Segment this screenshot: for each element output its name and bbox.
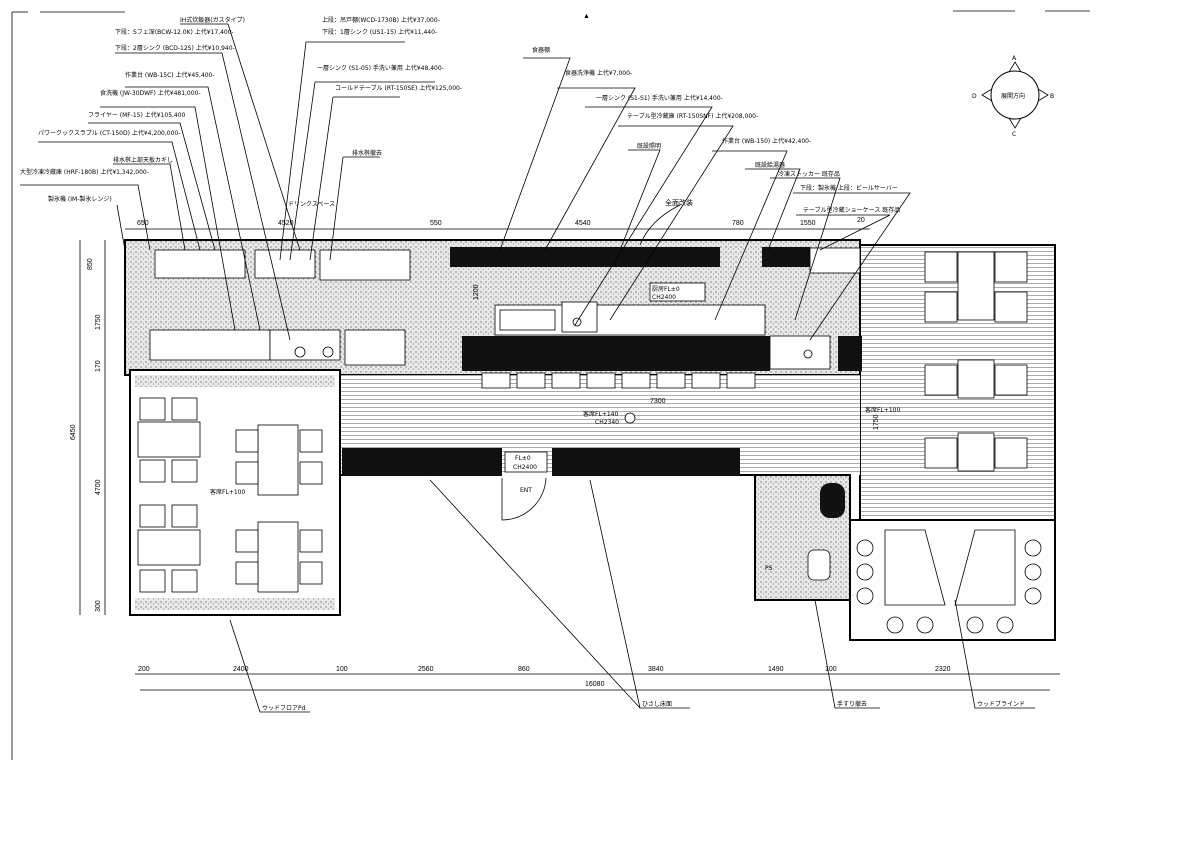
compass-b: B <box>1050 93 1054 100</box>
left-fl-label: 客席FL+100 <box>210 488 245 496</box>
dim-top-6: 20 <box>857 217 865 224</box>
kitchen-fl-label: 厨房FL±0 <box>652 285 680 293</box>
dim-right: 1750 <box>873 414 880 430</box>
dim-bottom-3: 2560 <box>418 666 434 673</box>
leader-label-21: 既設給湯器 <box>755 161 785 169</box>
leader-label-23: 下段：製氷機 上段：ビールサーバー <box>800 184 898 192</box>
dimension-top: 650 4520 550 4540 780 1550 20 <box>125 217 870 230</box>
dim-bottom-1: 2400 <box>233 666 249 673</box>
kitchen-ch-label: CH2400 <box>652 294 676 301</box>
dim-left-1: 1750 <box>95 314 102 330</box>
compass-c: C <box>1012 131 1016 138</box>
dim-bottom-6: 1490 <box>768 666 784 673</box>
bottom-label-1: ひさし床面 <box>642 700 672 708</box>
dim-left-3: 6450 <box>70 424 77 440</box>
dim-left-4: 4700 <box>95 479 102 495</box>
bottom-leaders: ウッドフロアPd ひさし床面 手すり撤去 ウッドブラインド <box>229 479 1035 713</box>
sheet-frame <box>11 10 1090 760</box>
dryspace-label: ドリンクスペース <box>288 201 335 208</box>
restroom: PS <box>765 549 831 581</box>
dimension-left: 850 1750 170 6450 4700 300 <box>70 240 106 615</box>
leader-label-15: 食器棚 <box>532 46 550 54</box>
leader-label-0: IH式炊飯器(ガスタイプ) <box>180 16 245 24</box>
top-leaders: IH式炊飯器(ガスタイプ) 下段：Sフェ深(BCW-12.0K) 上代¥17,4… <box>20 16 911 341</box>
entrance-label: ENT <box>520 487 532 494</box>
dim-bottom-8: 2320 <box>935 666 951 673</box>
compass-a: A <box>1012 55 1017 62</box>
leader-label-10: 上段：吊戸棚(WCD-1730B) 上代¥37,000- <box>322 16 440 24</box>
leader-label-6: パワークックスラブル (CT-150D) 上代¥4,200,000- <box>38 129 180 137</box>
hall-ch-label: CH2340 <box>595 419 619 426</box>
dim-small: 1200 <box>473 284 480 300</box>
compass-icon: 展開方向 A B C D <box>972 55 1054 138</box>
leader-label-11: 下段：1層シンク (US1-15) 上代¥11,440- <box>322 28 437 36</box>
leader-label-20: 作業台 (WB-150) 上代¥42,400- <box>722 137 811 145</box>
dim-bottom-7: 100 <box>825 666 837 673</box>
hall-fl-label: 客席FL+140 <box>583 410 618 418</box>
dim-bottom-5: 3840 <box>648 666 664 673</box>
dimension-bottom: 200 2400 100 2560 860 3840 1490 100 2320… <box>135 666 1060 691</box>
dim-top-1: 4520 <box>278 220 294 227</box>
dim-counter: 7300 <box>650 398 666 405</box>
terrace <box>856 529 1042 634</box>
ps-label: PS <box>765 565 773 572</box>
leader-label-3: 作業台 (WB-15C) 上代¥45,400- <box>125 71 215 79</box>
leader-label-13: コールドテーブル (RT-150SE) 上代¥125,000- <box>335 84 462 92</box>
bottom-label-3: ウッドブラインド <box>977 700 1025 708</box>
leader-label-8: 大型冷凍冷蔵庫 (HRF-180B) 上代¥1,342,000- <box>20 168 149 176</box>
leader-label-1: 下段：Sフェ深(BCW-12.0K) 上代¥17,400- <box>115 28 234 36</box>
leader-label-14: 排水桝撤去 <box>352 149 382 157</box>
counter-fl-label: FL±0 <box>515 455 531 462</box>
compass-d: D <box>972 93 977 100</box>
north-marker: ▲ <box>583 13 590 20</box>
leader-label-7: 排水桝上部天板カギし <box>113 156 173 164</box>
counters <box>342 247 862 518</box>
leader-label-16: 食器洗浄機 上代¥7,000- <box>565 69 632 77</box>
dim-total: 16080 <box>585 681 605 688</box>
left-dining: 客席FL+100 <box>137 397 323 593</box>
counter-ch-label: CH2400 <box>513 464 537 471</box>
bottom-label-2: 手すり撤去 <box>837 700 867 708</box>
leader-label-12: 一層シンク (S1-05) 手洗い兼用 上代¥48,400- <box>317 64 444 72</box>
dim-top-2: 550 <box>430 220 442 227</box>
leader-label-18: テーブル型冷蔵庫 (RT-150SNF) 上代¥208,000- <box>627 112 758 120</box>
leader-label-5: フライヤー (MF-15) 上代¥105,400 <box>88 111 186 119</box>
kitchen-annotation: 全面改装 <box>665 198 693 207</box>
leader-label-19: 既設照明 <box>637 142 661 150</box>
leader-label-24: テーブル型冷蔵ショーケース 既存品 <box>803 206 900 214</box>
dim-left-0: 850 <box>87 258 94 270</box>
kitchen-equipment: 厨房FL±0 CH2400 <box>149 247 861 370</box>
dim-top-5: 1550 <box>800 220 816 227</box>
leader-label-17: 一層シンク (S1-S1) 手洗い兼用 上代¥14,400- <box>596 94 723 102</box>
leader-label-9: 製氷機 (IM-製氷レンジ) <box>48 195 112 203</box>
leader-label-2: 下段：2層シンク (BCD-12S) 上代¥10,940- <box>115 44 235 52</box>
compass-center-label: 展開方向 <box>1001 92 1025 100</box>
dim-bottom-2: 100 <box>336 666 348 673</box>
counter-stools <box>481 372 756 389</box>
leader-label-22: 冷凍ストッカー 既存品 <box>778 170 840 178</box>
dim-left-2: 170 <box>95 360 102 372</box>
bottom-label-0: ウッドフロアPd <box>262 704 306 712</box>
dim-bottom-0: 200 <box>138 666 150 673</box>
dim-top-0: 650 <box>137 220 149 227</box>
dim-left-5: 300 <box>95 600 102 612</box>
seat-fl-label: 客席FL+100 <box>865 406 900 414</box>
right-seating: 客席FL+100 <box>865 251 1028 472</box>
dim-bottom-4: 860 <box>518 666 530 673</box>
dim-top-3: 4540 <box>575 220 591 227</box>
dim-top-4: 780 <box>732 220 744 227</box>
leader-label-4: 食洗機 (JW-30DWF) 上代¥481,000- <box>100 89 201 97</box>
entrance-door[interactable]: ENT <box>501 477 547 521</box>
